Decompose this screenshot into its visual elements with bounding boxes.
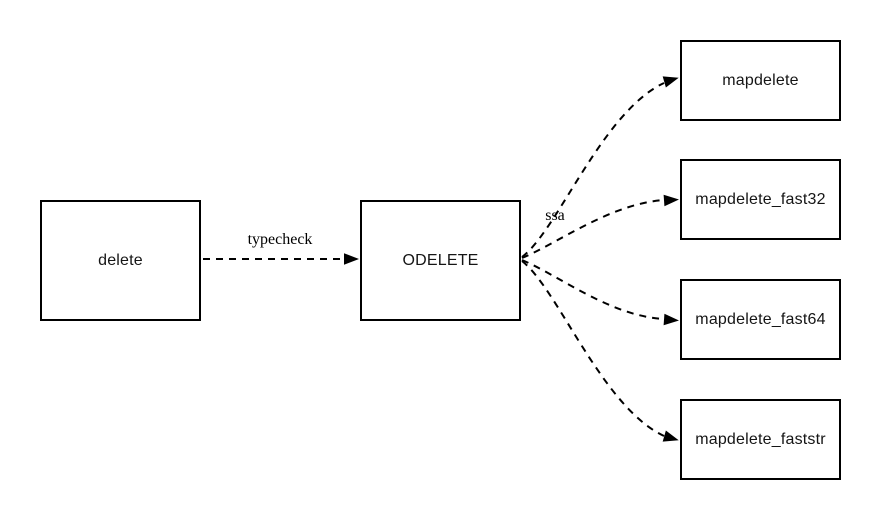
node-delete-label: delete xyxy=(98,251,143,269)
edge-ssa-mapdelete xyxy=(521,82,665,258)
node-mapdelete-faststr: mapdelete_faststr xyxy=(680,399,841,480)
edge-ssa-faststr xyxy=(521,260,665,437)
node-mapdelete-fast32-label: mapdelete_fast32 xyxy=(695,190,826,208)
node-mapdelete-fast32: mapdelete_fast32 xyxy=(680,159,841,240)
node-mapdelete-fast64: mapdelete_fast64 xyxy=(680,279,841,360)
node-mapdelete-faststr-label: mapdelete_faststr xyxy=(695,430,826,448)
edge-ssa-fast64 xyxy=(521,259,665,320)
node-delete: delete xyxy=(40,200,201,321)
edge-label-ssa: ssa xyxy=(545,207,565,224)
node-mapdelete: mapdelete xyxy=(680,40,841,121)
arrowhead-fast32 xyxy=(663,194,679,207)
arrowhead-odelete xyxy=(344,253,359,265)
arrowhead-mapdelete xyxy=(662,76,679,88)
node-odelete: ODELETE xyxy=(360,200,521,321)
node-odelete-label: ODELETE xyxy=(402,251,479,269)
edge-label-typecheck: typecheck xyxy=(247,231,313,248)
arrowhead-faststr xyxy=(662,430,679,442)
node-mapdelete-label: mapdelete xyxy=(722,71,799,89)
node-mapdelete-fast64-label: mapdelete_fast64 xyxy=(695,310,826,328)
edge-ssa-fast32 xyxy=(521,199,665,259)
arrowhead-fast64 xyxy=(663,313,679,326)
